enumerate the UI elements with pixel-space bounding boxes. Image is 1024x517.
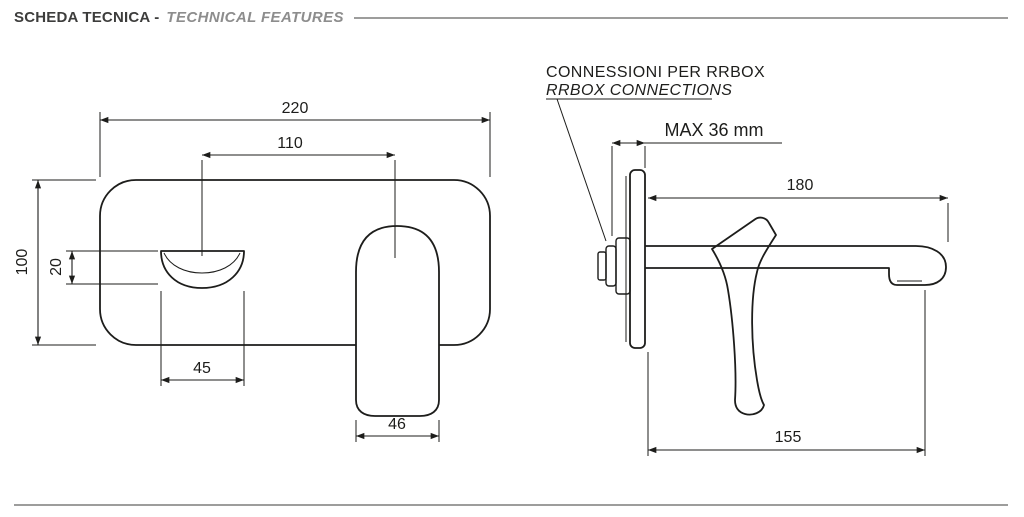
rrbox-fitting-mid xyxy=(605,245,617,287)
dim-front-spout-height: 20 xyxy=(48,258,65,276)
annotation-leader-line xyxy=(556,98,607,242)
front-handle xyxy=(355,225,440,417)
rrbox-annotation: CONNESSIONI PER RRBOX RRBOX CONNECTIONS xyxy=(546,64,765,242)
page-subtitle: TECHNICAL FEATURES xyxy=(166,9,344,26)
side-view xyxy=(597,169,947,416)
front-spout xyxy=(160,250,245,289)
side-spout xyxy=(645,245,947,286)
rrbox-fitting-flange xyxy=(615,237,631,295)
page-header: SCHEDA TECNICA - TECHNICAL FEATURES xyxy=(14,9,1008,26)
front-view xyxy=(99,179,491,417)
front-spout-inner-edge xyxy=(163,252,241,274)
rrbox-fitting-stub xyxy=(597,251,607,281)
annotation-line2: RRBOX CONNECTIONS xyxy=(546,82,732,99)
dim-side-spout-length: 180 xyxy=(787,177,814,194)
front-wall-plate xyxy=(99,179,491,346)
side-dimensions: MAX 36 mm 180 155 xyxy=(611,120,949,456)
dim-side-max-wall-thickness: MAX 36 mm xyxy=(664,120,763,140)
dim-front-total-height: 100 xyxy=(14,249,31,276)
footer-rule xyxy=(14,504,1008,506)
dim-side-spout-reach: 155 xyxy=(775,429,802,446)
side-wall-plate xyxy=(629,169,646,349)
front-dimensions: 220 110 100 20 45 46 xyxy=(14,100,491,442)
dim-front-spout-width: 45 xyxy=(193,360,211,377)
side-handle xyxy=(711,216,777,416)
dim-front-centers-distance: 110 xyxy=(277,135,303,152)
page-title: SCHEDA TECNICA - xyxy=(14,9,160,26)
header-rule xyxy=(353,16,1008,19)
dim-front-handle-width: 46 xyxy=(388,416,406,433)
dim-front-total-width: 220 xyxy=(282,100,309,117)
annotation-line1: CONNESSIONI PER RRBOX xyxy=(546,64,765,81)
